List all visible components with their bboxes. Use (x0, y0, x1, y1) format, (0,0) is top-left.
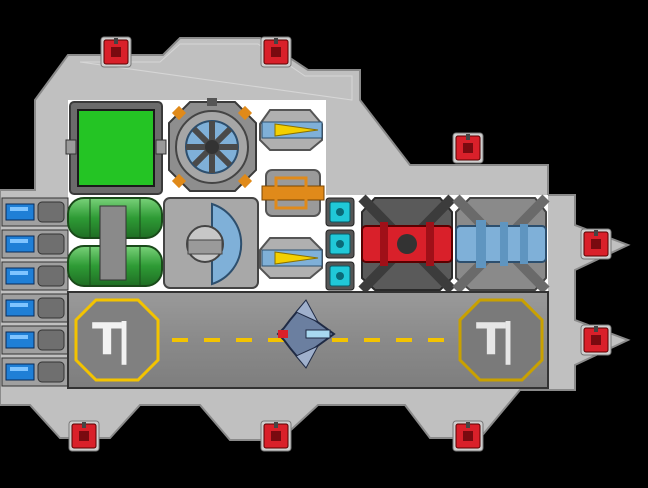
fighter-ship-icon[interactable] (276, 299, 336, 369)
thruster-icon (1, 261, 69, 291)
runway-dash (268, 338, 284, 342)
runway-dash (428, 338, 444, 342)
turret-right-upper-icon[interactable] (452, 132, 484, 164)
runway-dash (332, 338, 348, 342)
fuel-tanks[interactable] (67, 197, 163, 287)
thruster-bank (1, 197, 69, 387)
turret-bottom-center-icon[interactable] (260, 420, 292, 452)
thruster-icon (1, 325, 69, 355)
cyan-panel-column (325, 197, 355, 291)
green-console-module[interactable] (65, 101, 167, 195)
runway-dash (172, 338, 188, 342)
turret-group (68, 36, 612, 452)
landing-pad-left-label: T| (92, 314, 132, 365)
turret-right-lower-icon[interactable] (580, 324, 612, 356)
turret-right-middle-icon[interactable] (580, 228, 612, 260)
turret-top-left-icon[interactable] (100, 36, 132, 68)
red-cannon-module[interactable] (358, 194, 456, 294)
turret-bottom-right-icon[interactable] (452, 420, 484, 452)
thruster-icon (1, 197, 69, 227)
landing-pad-right[interactable] (458, 298, 544, 382)
laser-weapon-upper[interactable] (259, 109, 323, 151)
landing-pad-left[interactable] (74, 298, 160, 382)
laser-weapon-lower[interactable] (259, 237, 323, 279)
reactor-core-module[interactable] (168, 98, 257, 192)
thruster-icon (1, 229, 69, 259)
thruster-icon (1, 357, 69, 387)
cannon-orange[interactable] (261, 169, 325, 217)
runway-dash (204, 338, 220, 342)
blue-cannon-module[interactable] (452, 194, 550, 294)
shield-generator-module[interactable] (163, 197, 259, 289)
runway-dash (396, 338, 412, 342)
cyan-light-panel[interactable] (325, 197, 355, 227)
turret-top-center-icon[interactable] (260, 36, 292, 68)
landing-pad-right-label: T| (476, 314, 516, 365)
runway-dash (236, 338, 252, 342)
cyan-light-panel[interactable] (325, 229, 355, 259)
thruster-icon (1, 293, 69, 323)
cyan-light-panel[interactable] (325, 261, 355, 291)
runway-dash (364, 338, 380, 342)
turret-bottom-left-icon[interactable] (68, 420, 100, 452)
